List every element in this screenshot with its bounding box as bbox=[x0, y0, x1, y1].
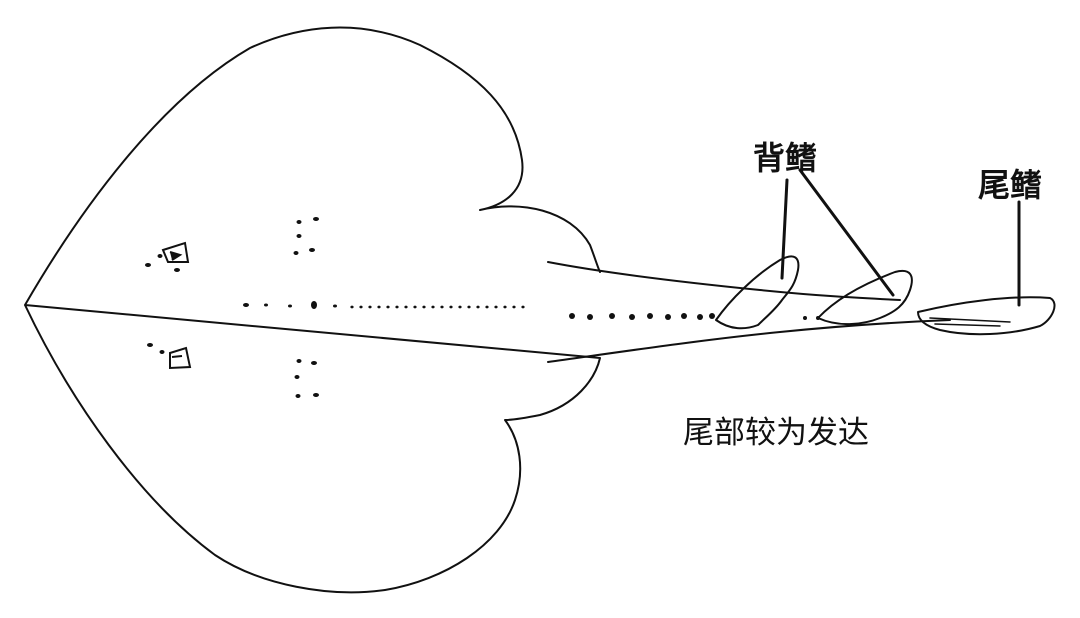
thorn-dot bbox=[449, 305, 453, 309]
thorn-dot bbox=[709, 313, 715, 319]
dorsal-fin-2 bbox=[817, 270, 913, 326]
thorn-dot bbox=[333, 304, 337, 308]
tail-note-label: 尾部较为发达 bbox=[683, 415, 869, 451]
thorn-dot bbox=[803, 316, 807, 320]
thorn-dot bbox=[296, 234, 302, 238]
thorn-dot bbox=[309, 248, 315, 252]
thorn-dot bbox=[404, 305, 408, 309]
thorn-dot bbox=[816, 316, 820, 320]
thorn-dot bbox=[313, 393, 319, 397]
thorn-dot bbox=[647, 313, 653, 319]
thorn-dot bbox=[681, 313, 687, 319]
thorn-dot bbox=[243, 303, 249, 307]
thorn-dot bbox=[697, 314, 703, 320]
thorn-dot bbox=[350, 305, 354, 309]
thorn-dot bbox=[311, 361, 317, 365]
thorn-dot bbox=[377, 305, 381, 309]
thorn-dot bbox=[629, 314, 635, 320]
thorn-dot bbox=[288, 304, 292, 308]
tail-lower-edge bbox=[547, 319, 951, 363]
caudal-fin bbox=[917, 296, 1056, 336]
dorsal-fin-label: 背鳍 bbox=[753, 139, 818, 177]
tail-upper-edge bbox=[547, 261, 901, 301]
dorsal-leader-line-2 bbox=[798, 168, 895, 297]
caudal-fin-ray bbox=[929, 317, 1011, 323]
thorn-dot bbox=[494, 305, 498, 309]
thorn-dot bbox=[386, 305, 390, 309]
thorn-dot bbox=[368, 305, 372, 309]
midline-thorn-row bbox=[350, 305, 820, 320]
thorn-dot bbox=[174, 268, 180, 272]
caudal-fin-ray bbox=[934, 323, 1001, 327]
thorn-dot bbox=[503, 305, 507, 309]
thorn-dot bbox=[467, 305, 471, 309]
thorn-dot bbox=[359, 305, 363, 309]
left-eye bbox=[161, 241, 190, 263]
thorn-dot bbox=[665, 314, 671, 320]
thorn-dot bbox=[145, 263, 151, 267]
thorn-dot bbox=[159, 350, 165, 354]
left-eye-pupil bbox=[169, 251, 183, 261]
thorn-dot bbox=[147, 343, 153, 347]
thorn-dot bbox=[395, 305, 399, 309]
thorn-dot bbox=[431, 305, 435, 309]
thorn-dot bbox=[476, 305, 480, 309]
thorn-dot bbox=[440, 305, 444, 309]
thorn-dot bbox=[512, 305, 516, 309]
right-eye-pupil bbox=[171, 355, 183, 358]
thorn-dot bbox=[293, 251, 299, 255]
thorn-dot bbox=[264, 303, 268, 307]
thorn-dot bbox=[313, 217, 319, 221]
dorsal-fin-1 bbox=[715, 255, 800, 330]
thorn-dot bbox=[311, 301, 317, 309]
dorsal-leader-line-1 bbox=[780, 178, 789, 280]
thorn-dot bbox=[413, 305, 417, 309]
caudal-fin-label: 尾鳍 bbox=[978, 166, 1043, 204]
thorn-dot bbox=[295, 394, 301, 398]
thorn-dot bbox=[422, 305, 426, 309]
right-eye bbox=[169, 346, 192, 370]
thorn-dot bbox=[569, 313, 575, 319]
thorn-dot bbox=[296, 220, 302, 224]
thorn-dot bbox=[587, 314, 593, 320]
body-disc-outline bbox=[24, 26, 601, 594]
thorn-dot bbox=[157, 254, 163, 258]
thorn-dot bbox=[458, 305, 462, 309]
thorn-dot bbox=[609, 313, 615, 319]
thorn-dot bbox=[521, 305, 525, 309]
thorn-dot bbox=[294, 375, 300, 379]
thorn-dot bbox=[485, 305, 489, 309]
thorn-dot bbox=[296, 359, 302, 363]
